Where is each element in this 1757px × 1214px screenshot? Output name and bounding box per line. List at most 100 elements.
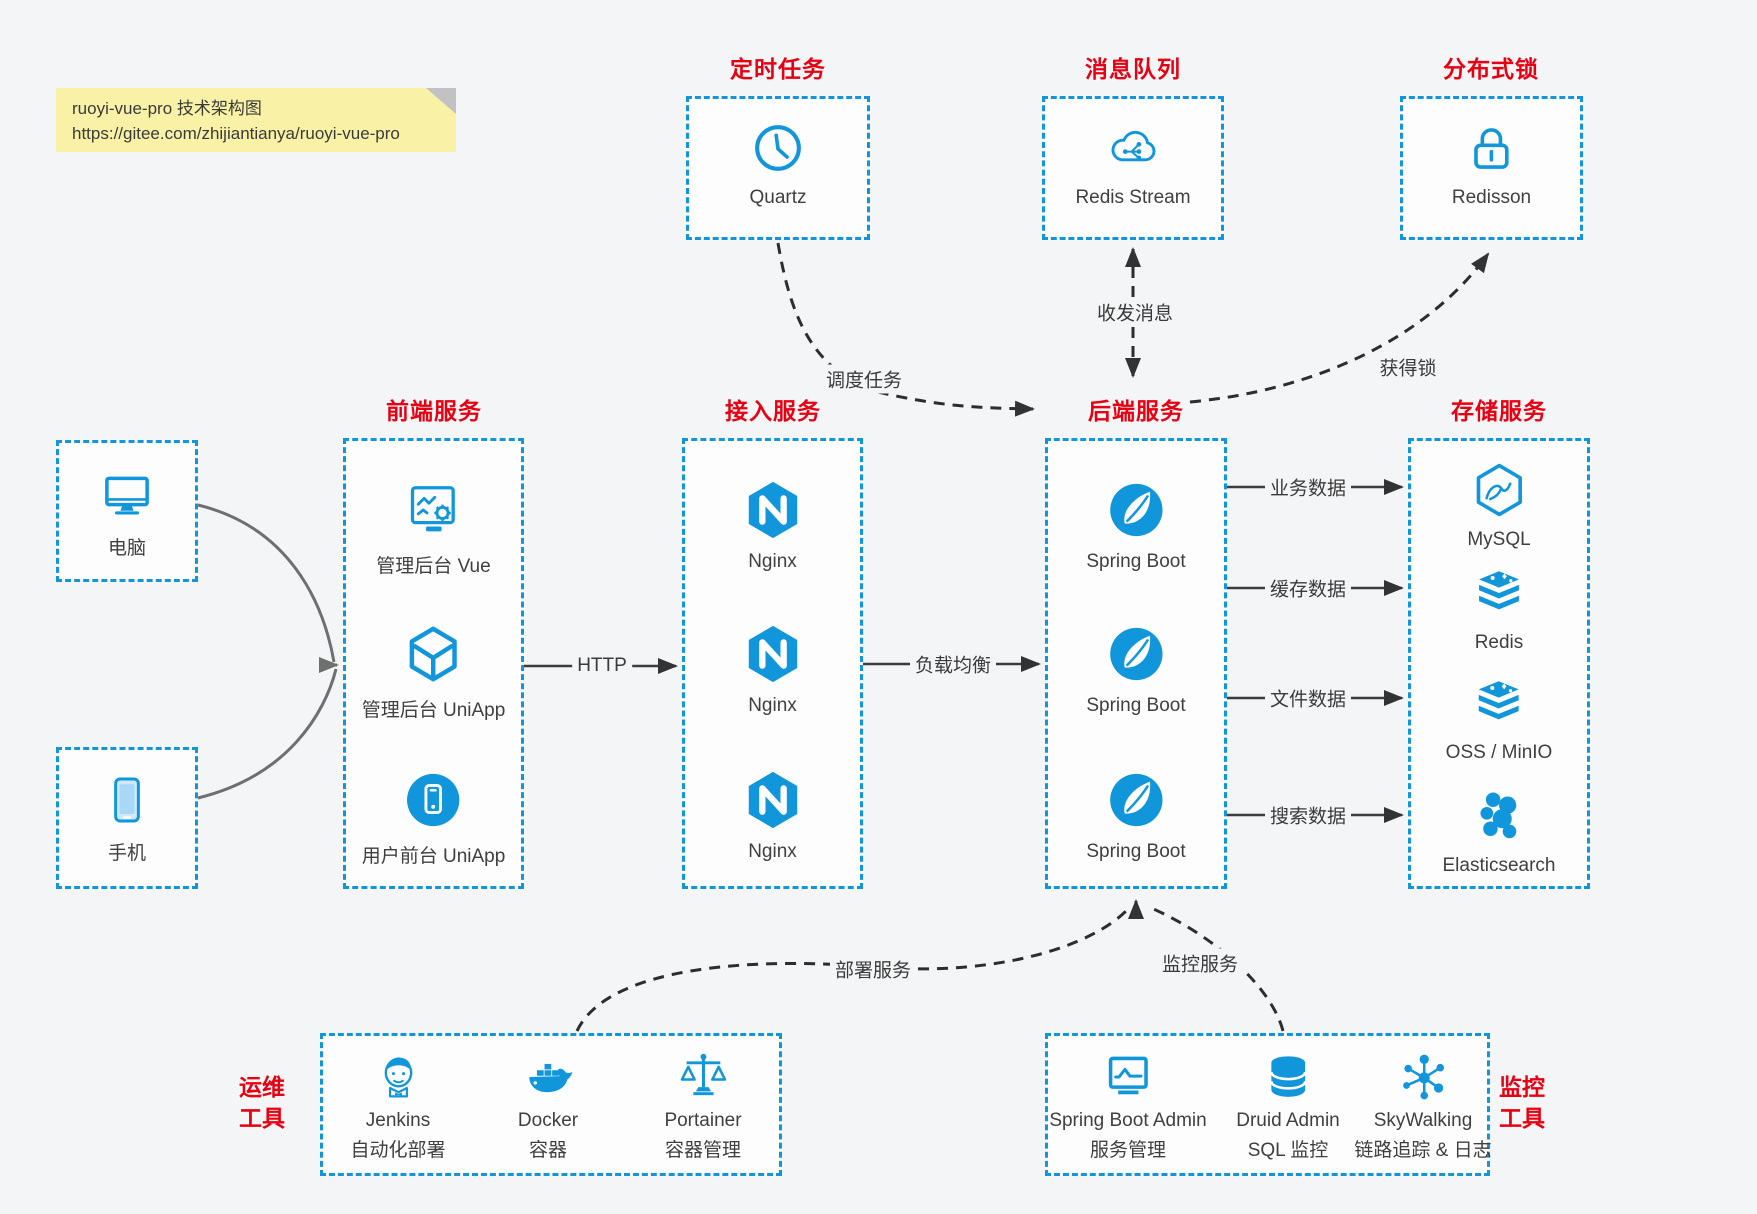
edge-label-business-data: 业务数据	[1264, 472, 1352, 502]
edge-label-search-data: 搜索数据	[1264, 800, 1352, 830]
portainer-icon	[676, 1050, 730, 1104]
node-skywalking: SkyWalking 链路追踪 & 日志	[1354, 1050, 1492, 1162]
spring-boot-icon	[1105, 769, 1167, 831]
node-label: 管理后台 UniApp	[361, 700, 506, 721]
node-label: 电脑	[107, 538, 146, 559]
node-label: Redis Stream	[1075, 187, 1191, 208]
node-label: Quartz	[749, 187, 807, 208]
node-label: 用户前台 UniApp	[361, 846, 506, 867]
cloud-share-icon	[1104, 119, 1162, 177]
group-title-message-queue: 消息队列	[1085, 56, 1181, 82]
edge-label-cache-data: 缓存数据	[1264, 573, 1352, 603]
device-arrows	[197, 503, 339, 800]
edge-label-lock: 获得锁	[1374, 352, 1442, 382]
node-admin-uniapp: 管理后台 UniApp	[361, 623, 506, 722]
clock-icon	[749, 119, 807, 177]
admin-vue-icon	[402, 479, 464, 541]
ops-title-line1: 运维	[239, 1074, 285, 1100]
node-label: Nginx	[748, 841, 797, 862]
user-app-icon	[402, 769, 464, 831]
edge-label-http: HTTP	[572, 654, 632, 678]
node-label: Jenkins	[365, 1110, 431, 1131]
node-user-uniapp: 用户前台 UniApp	[361, 769, 506, 868]
node-label: 管理后台 Vue	[376, 556, 491, 577]
box-redisson: Redisson	[1400, 96, 1583, 240]
box-quartz: Quartz	[686, 96, 870, 240]
node-nginx-2: Nginx	[742, 623, 804, 717]
node-redis-stream: Redis Stream	[1075, 119, 1191, 209]
node-springboot-1: Spring Boot	[1086, 479, 1186, 573]
edge-label-message: 收发消息	[1091, 297, 1179, 327]
mysql-icon	[1470, 461, 1528, 519]
node-sublabel: 容器	[528, 1140, 567, 1161]
spring-boot-admin-icon	[1101, 1050, 1155, 1104]
column-title-frontend: 前端服务	[386, 398, 482, 424]
node-label: OSS / MinIO	[1445, 742, 1553, 763]
node-sublabel: SQL 监控	[1247, 1140, 1329, 1161]
node-label: Elasticsearch	[1442, 855, 1556, 876]
box-redis-stream: Redis Stream	[1042, 96, 1224, 240]
node-label: Spring Boot	[1086, 841, 1186, 862]
node-nginx-1: Nginx	[742, 479, 804, 573]
group-title-scheduled-tasks: 定时任务	[730, 56, 826, 82]
box-monitor-tools: Spring Boot Admin 服务管理 Druid Admin SQL 监…	[1045, 1033, 1492, 1176]
node-admin-vue: 管理后台 Vue	[376, 479, 491, 578]
box-computer: 电脑	[56, 440, 198, 582]
oss-minio-icon	[1470, 674, 1528, 732]
ops-title-line2: 工具	[239, 1105, 285, 1131]
box-phone: 手机	[56, 747, 198, 889]
lock-icon	[1463, 119, 1521, 177]
edge-label-file-data: 文件数据	[1264, 683, 1352, 713]
node-label: 手机	[107, 843, 146, 864]
node-sublabel: 自动化部署	[350, 1140, 446, 1161]
redis-icon	[1470, 564, 1528, 622]
node-label: Redisson	[1451, 187, 1532, 208]
node-springboot-2: Spring Boot	[1086, 623, 1186, 717]
uniapp-cube-icon	[402, 623, 464, 685]
node-sublabel: 容器管理	[664, 1140, 742, 1161]
nginx-icon	[742, 479, 804, 541]
node-label: Redis	[1474, 632, 1524, 653]
note-fold-corner	[426, 88, 456, 114]
box-gateway: Nginx Nginx Nginx	[682, 438, 863, 889]
spring-boot-icon	[1105, 479, 1167, 541]
node-docker: Docker 容器	[518, 1050, 578, 1162]
node-jenkins: Jenkins 自动化部署	[350, 1050, 446, 1162]
jenkins-icon	[371, 1050, 425, 1104]
phone-icon	[99, 772, 155, 828]
node-nginx-3: Nginx	[742, 769, 804, 863]
note-title: ruoyi-vue-pro 技术架构图	[72, 99, 262, 118]
elasticsearch-icon	[1470, 787, 1528, 845]
sticky-note: ruoyi-vue-pro 技术架构图 https://gitee.com/zh…	[56, 88, 456, 152]
edge-label-load-balance: 负载均衡	[909, 649, 997, 679]
node-springboot-3: Spring Boot	[1086, 769, 1186, 863]
box-storage: MySQL Redis OSS / MinIO Elasticsearch	[1408, 438, 1590, 889]
node-phone: 手机	[99, 772, 155, 865]
node-druid-admin: Druid Admin SQL 监控	[1236, 1050, 1340, 1162]
monitor-tools-title: 监控 工具	[1482, 1072, 1562, 1134]
node-oss-minio: OSS / MinIO	[1445, 674, 1553, 764]
edge-label-deploy: 部署服务	[829, 954, 917, 984]
node-label: Spring Boot	[1086, 695, 1186, 716]
node-quartz: Quartz	[749, 119, 807, 209]
column-title-backend: 后端服务	[1088, 398, 1184, 424]
box-frontend: 管理后台 Vue 管理后台 UniApp 用户前台 UniApp	[343, 438, 524, 889]
druid-icon	[1261, 1050, 1315, 1104]
ops-tools-title: 运维 工具	[222, 1072, 302, 1134]
monitor-title-line1: 监控	[1499, 1074, 1545, 1100]
node-redis: Redis	[1470, 564, 1528, 654]
note-url: https://gitee.com/zhijiantianya/ruoyi-vu…	[72, 124, 400, 143]
skywalking-icon	[1396, 1050, 1450, 1104]
node-mysql: MySQL	[1467, 461, 1531, 551]
node-label: MySQL	[1467, 529, 1531, 550]
node-label: Druid Admin	[1236, 1110, 1340, 1131]
column-title-storage: 存储服务	[1451, 398, 1547, 424]
node-label: SkyWalking	[1373, 1110, 1473, 1131]
node-label: Spring Boot Admin	[1049, 1110, 1207, 1131]
node-label: Portainer	[664, 1110, 742, 1131]
node-portainer: Portainer 容器管理	[664, 1050, 742, 1162]
monitor-title-line2: 工具	[1499, 1105, 1545, 1131]
column-title-gateway: 接入服务	[725, 398, 821, 424]
nginx-icon	[742, 769, 804, 831]
node-sublabel: 服务管理	[1089, 1140, 1166, 1161]
